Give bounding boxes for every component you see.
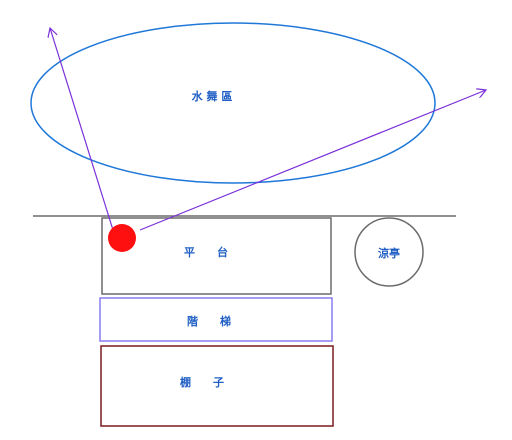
viewpoint-dot (108, 224, 136, 252)
water-dance-area-ellipse (30, 22, 436, 184)
arrow-up-left (50, 28, 114, 231)
pergola-box (100, 345, 334, 427)
platform-box (101, 217, 332, 295)
platform-label: 平 台 (184, 245, 228, 259)
pavilion-label: 涼亭 (378, 246, 400, 260)
stairs-box (99, 297, 333, 342)
arrow-up-right (139, 90, 486, 231)
stairs-label: 階 梯 (187, 314, 231, 328)
pergola-label: 棚 子 (180, 375, 224, 389)
water-dance-area-label: 水 舞 區 (192, 89, 233, 103)
pavilion-circle (354, 217, 424, 287)
